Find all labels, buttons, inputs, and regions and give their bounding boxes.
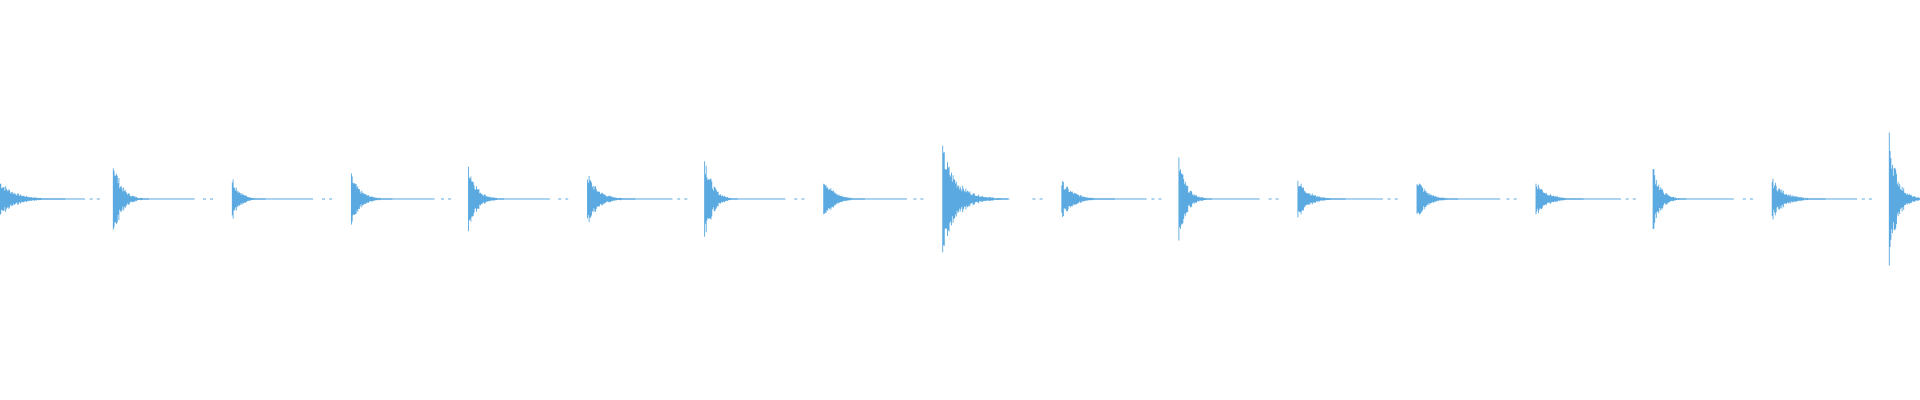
waveform-hit: [942, 145, 1043, 253]
waveform-hit: [0, 183, 100, 215]
waveform-transient: [1416, 183, 1459, 215]
waveform-hit: [231, 179, 333, 219]
waveform-transient: [1061, 181, 1116, 217]
waveform-hit: [587, 175, 688, 223]
waveform-hit: [1178, 157, 1279, 241]
waveform-transient: [350, 173, 393, 225]
waveform-hit: [1061, 181, 1162, 217]
waveform-transient: [1297, 180, 1346, 218]
waveform-hit: [112, 168, 213, 230]
waveform-transient: [112, 168, 149, 230]
waveform-transient: [231, 179, 266, 219]
waveform-hit: [1535, 183, 1636, 215]
waveform-transient: [942, 145, 1008, 253]
waveform-hit: [704, 161, 805, 237]
waveform-hit: [350, 173, 452, 225]
waveform-transient: [587, 175, 636, 223]
waveform-hit: [823, 183, 924, 215]
waveform-transient: [1771, 178, 1826, 220]
waveform-transient: [468, 166, 505, 232]
waveform-hit: [468, 166, 569, 232]
waveform-transient: [1888, 132, 1920, 266]
waveform-hit: [1888, 132, 1920, 266]
waveform-transient: [1178, 157, 1213, 241]
waveform-transient: [704, 161, 738, 237]
waveform-transient: [1652, 169, 1687, 229]
waveform-hits: [0, 132, 1920, 266]
waveform-hit: [1771, 178, 1872, 220]
waveform-transient: [0, 183, 66, 215]
waveform-transient: [1535, 183, 1584, 215]
waveform-hit: [1416, 183, 1517, 215]
waveform-hit: [1297, 180, 1398, 218]
waveform-transient: [823, 183, 865, 215]
waveform-hit: [1652, 169, 1753, 229]
